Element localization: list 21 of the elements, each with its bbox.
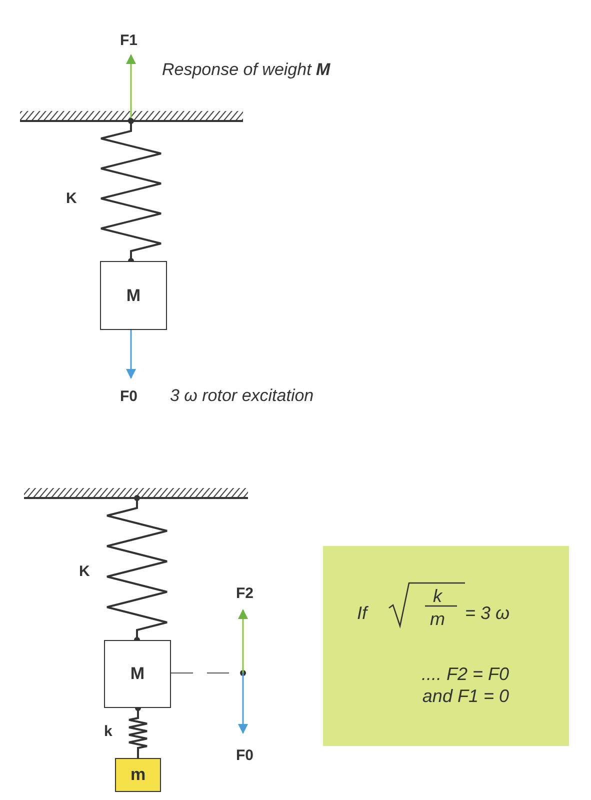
spring-label: K [79,563,90,580]
note-panel [323,546,569,746]
mass-box [115,758,161,792]
spring-label: K [66,190,77,207]
fraction-denominator: m [430,608,445,630]
force-label: F2 [236,585,254,602]
mass-label: M [129,664,146,684]
mass-box [100,261,167,330]
if-text: If [357,602,368,624]
result-text: .... F2 = F0 and F1 = 0 [420,663,509,707]
mass-label: M [125,286,142,306]
caption-text: 3 ω rotor excitation [170,386,314,406]
mass-label: m [129,765,147,785]
force-label: F0 [236,747,254,764]
caption-text: Response of weight M [162,60,330,80]
spring-label: k [104,723,112,740]
mass-box [104,640,171,708]
fraction-numerator: k [433,585,442,607]
force-label: F0 [120,388,138,405]
force-label: F1 [120,32,138,49]
equation-text: = 3 ω [465,602,510,624]
